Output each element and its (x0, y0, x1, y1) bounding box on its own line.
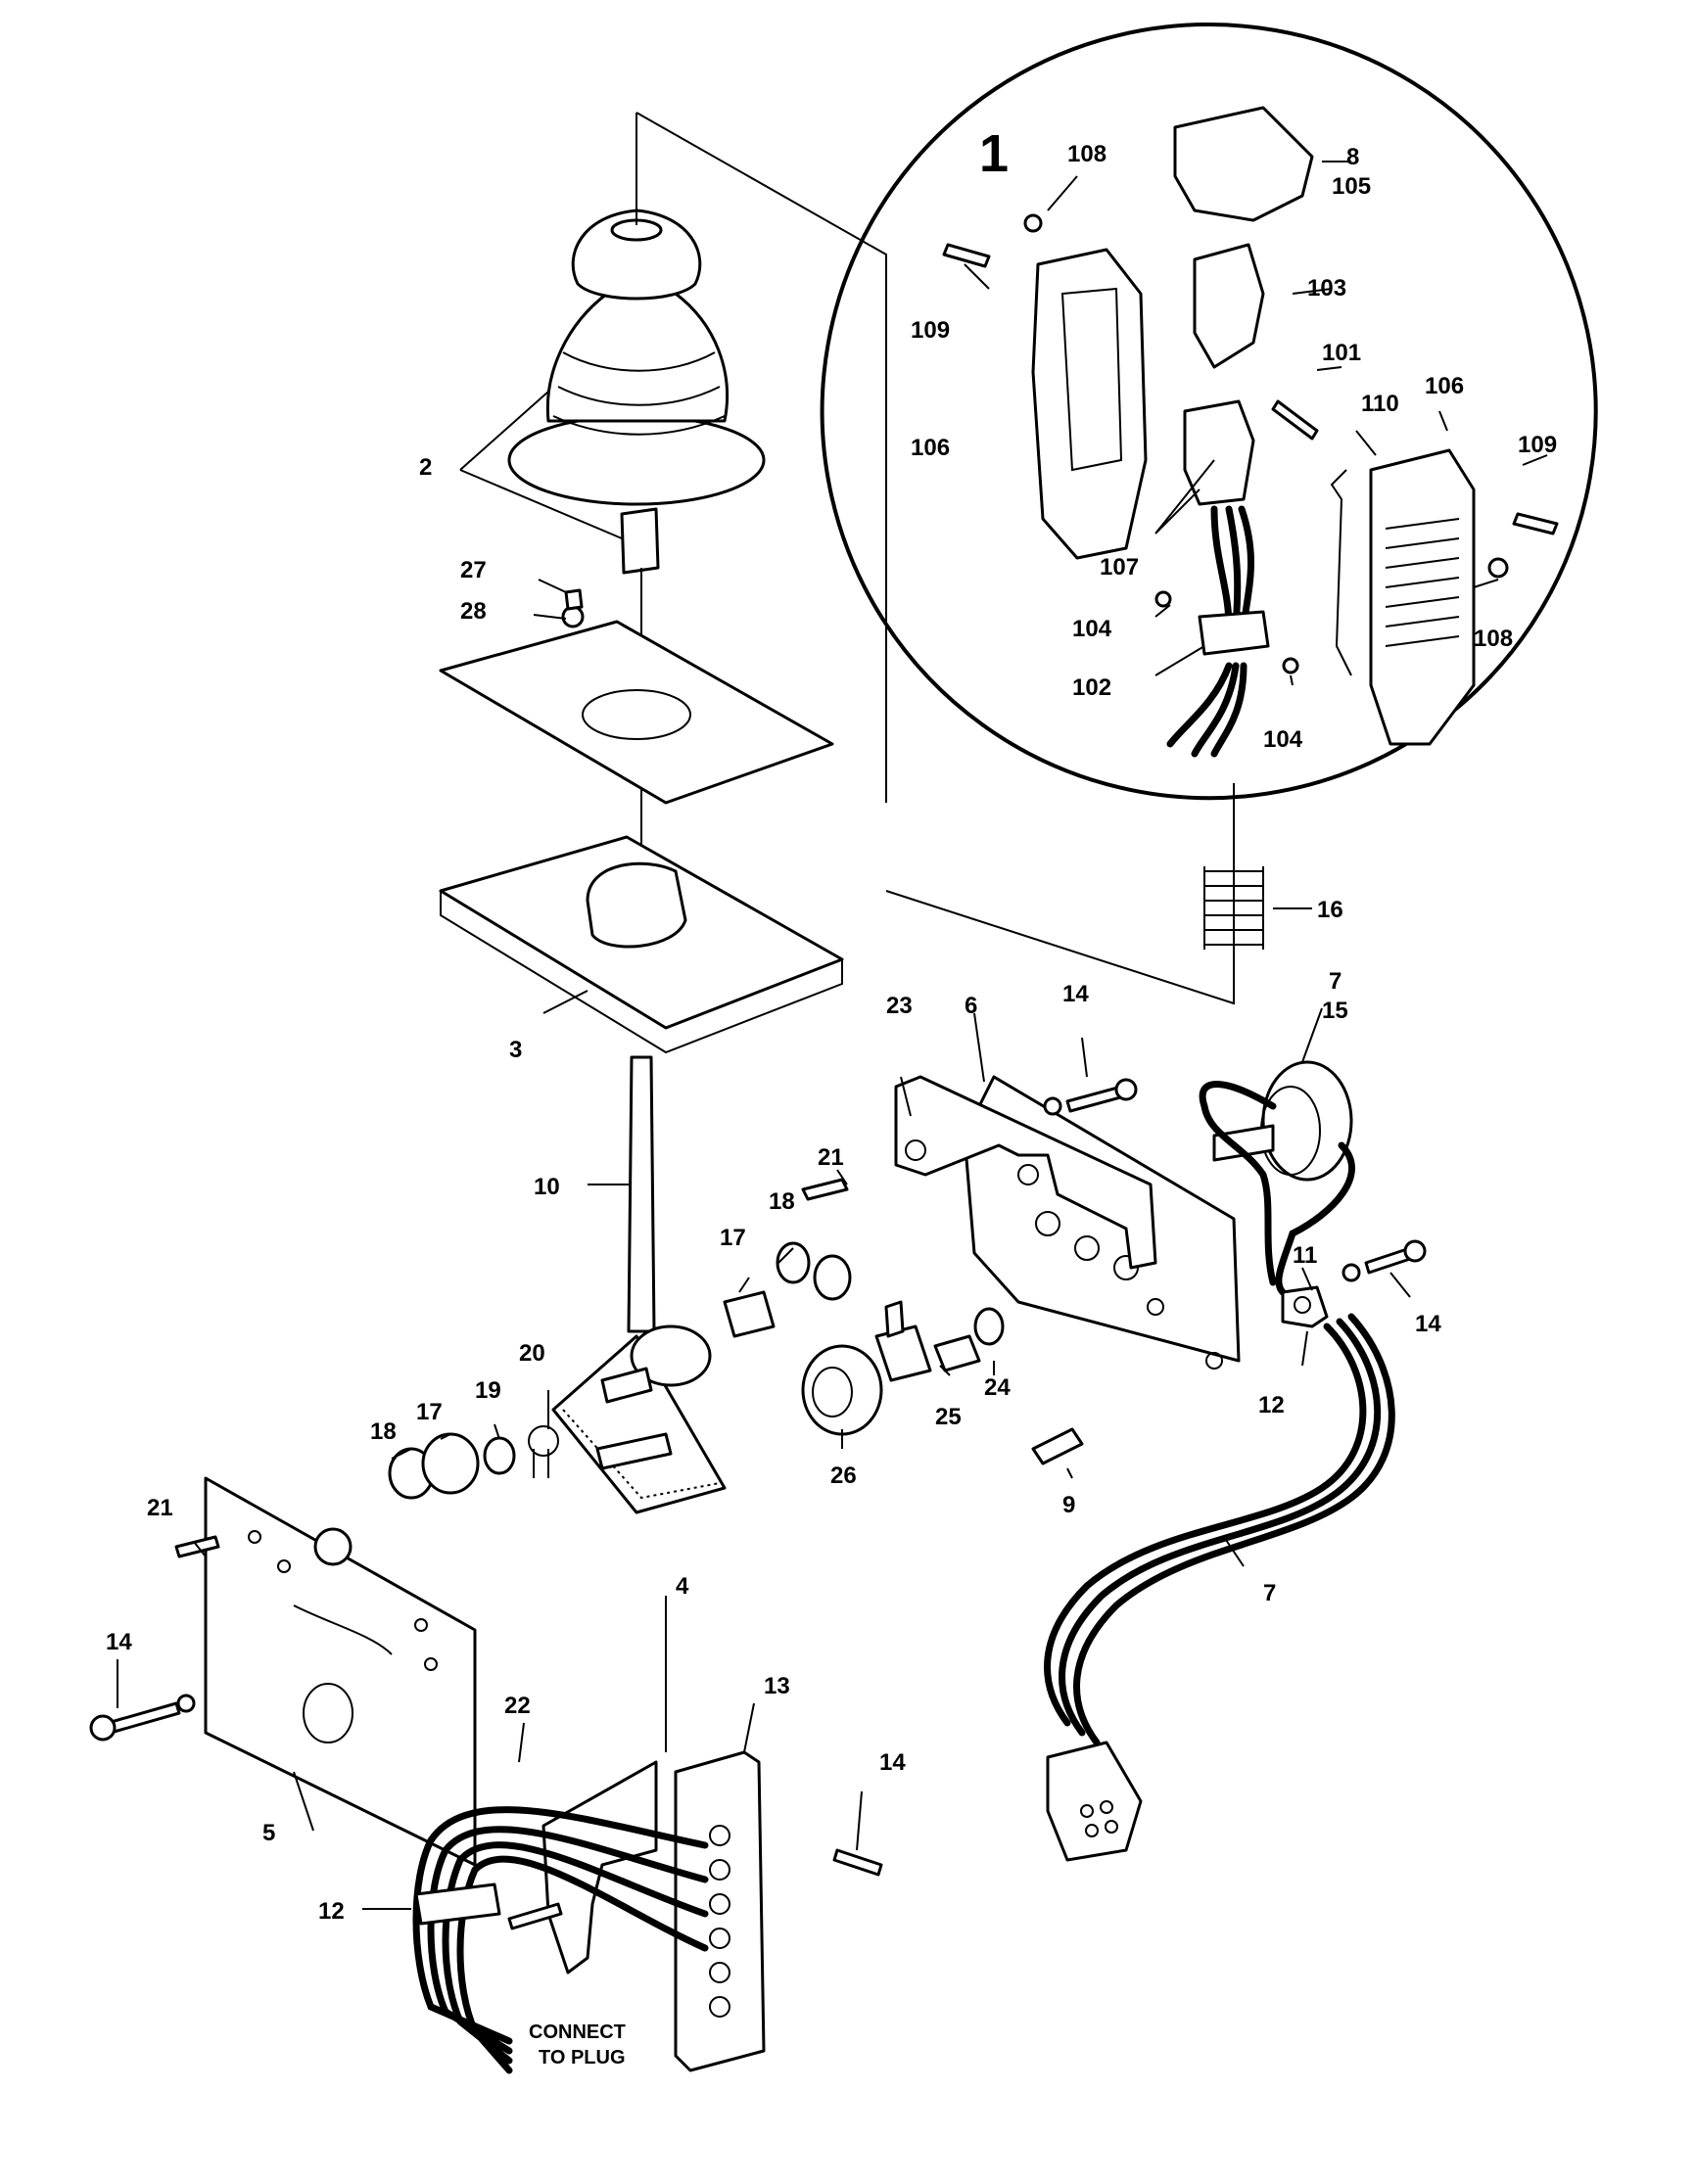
label-7-top: 7 (1329, 968, 1342, 995)
assembly-leader (636, 112, 1235, 1005)
label-25: 25 (935, 1404, 962, 1430)
label-3: 3 (509, 1037, 522, 1063)
label-14-right: 14 (1415, 1311, 1441, 1337)
label-6: 6 (965, 993, 977, 1019)
label-108-right: 108 (1474, 626, 1513, 652)
microswitch (1183, 399, 1255, 506)
grommet (1198, 610, 1270, 656)
label-24: 24 (984, 1374, 1011, 1401)
label-26: 26 (830, 1463, 857, 1489)
top-plate (439, 620, 834, 805)
bracket (894, 1075, 1157, 1270)
label-14-lower: 14 (879, 1749, 906, 1776)
rubber-boot (507, 209, 766, 506)
label-108: 108 (1067, 141, 1106, 167)
label-105: 105 (1332, 173, 1371, 200)
label-107: 107 (1100, 554, 1139, 581)
label-109: 109 (911, 317, 950, 344)
label-21: 21 (818, 1144, 844, 1171)
label-102: 102 (1072, 674, 1111, 701)
terminal-bracket (541, 1760, 658, 1975)
knob-cap (1173, 106, 1314, 222)
label-14-top: 14 (1062, 981, 1089, 1007)
label-104-lower: 104 (1263, 726, 1303, 753)
pinion-gear (801, 1344, 883, 1436)
label-2: 2 (419, 454, 432, 481)
label-104: 104 (1072, 616, 1112, 642)
boot-bushing (620, 507, 660, 575)
handle-detail-inset (820, 23, 1598, 801)
spring (1203, 866, 1264, 950)
handle-half-right (1369, 448, 1476, 746)
trigger (1193, 243, 1265, 369)
label-20: 20 (519, 1340, 545, 1367)
label-18: 18 (769, 1188, 795, 1215)
label-22: 22 (504, 1693, 531, 1719)
label-11: 11 (1293, 1242, 1317, 1269)
label-15: 15 (1322, 998, 1348, 1024)
pin (1271, 399, 1319, 441)
label-8: 8 (1346, 144, 1359, 170)
label-13: 13 (764, 1673, 790, 1699)
label-27: 27 (460, 557, 487, 583)
label-28: 28 (460, 598, 487, 625)
handle-half-left (1031, 248, 1148, 560)
label-19: 19 (475, 1377, 501, 1404)
label-110: 110 (1361, 391, 1399, 417)
label-23: 23 (886, 993, 913, 1019)
standoff (1031, 1427, 1084, 1465)
control-shaft (627, 1055, 656, 1333)
label-101: 101 (1322, 340, 1361, 366)
label-5: 5 (262, 1820, 275, 1846)
label-106-right: 106 (1425, 373, 1464, 399)
label-106-left: 106 (911, 435, 950, 461)
connector-plug (1046, 1741, 1143, 1862)
label-17-left: 17 (416, 1399, 443, 1425)
label-12: 12 (1258, 1392, 1285, 1418)
left-side-plate (204, 1476, 477, 1867)
gear-sector (551, 1324, 727, 1514)
label-14-left: 14 (106, 1629, 132, 1655)
inset-label: 1 (979, 124, 1009, 183)
label-9: 9 (1062, 1492, 1075, 1518)
label-12-left: 12 (318, 1898, 345, 1925)
connect-label-line1: CONNECT (529, 2021, 626, 2043)
label-18-left: 18 (370, 1418, 397, 1445)
potentiometer (1212, 1060, 1353, 1182)
label-109-right: 109 (1518, 432, 1557, 458)
label-7-lower: 7 (1263, 1580, 1276, 1606)
label-10: 10 (534, 1174, 560, 1200)
label-16: 16 (1317, 897, 1343, 923)
label-17: 17 (720, 1225, 746, 1251)
connect-label-line2: TO PLUG (539, 2047, 626, 2068)
label-21-left: 21 (147, 1495, 173, 1521)
label-4: 4 (676, 1573, 689, 1600)
label-103: 103 (1307, 275, 1346, 302)
